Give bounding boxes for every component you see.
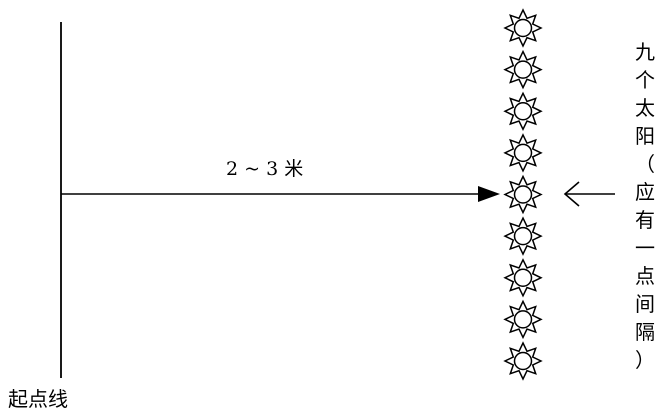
distance-arrowhead: [478, 186, 500, 202]
side-note-char: 应: [635, 180, 655, 204]
distance-label: 2 ~ 3 米: [226, 158, 304, 180]
side-note-char: 阳: [635, 124, 655, 148]
side-note-char: 太: [635, 96, 655, 120]
side-note-char: 间: [635, 292, 655, 316]
sun-icon: [503, 133, 543, 173]
sun-icon: [503, 49, 543, 90]
sun-icon: [503, 341, 543, 381]
side-note-char: 有: [635, 208, 655, 232]
sun-column: [503, 8, 543, 381]
sun-icon: [503, 91, 543, 132]
start-line-label: 起点线: [8, 387, 68, 411]
side-note-char: 九: [635, 40, 655, 64]
side-note-char: （: [635, 152, 655, 176]
side-note-char: ）: [635, 348, 655, 372]
sun-icon: [503, 216, 543, 256]
sun-icon: [503, 299, 543, 340]
sun-icon: [503, 8, 543, 48]
sun-icon: [503, 258, 543, 298]
side-note-char: 隔: [635, 320, 655, 344]
side-note-vertical: 九个太阳 （ 应有一点间隔 ）: [634, 38, 656, 374]
side-note-char: 一: [635, 236, 655, 260]
side-note-char: 点: [635, 264, 655, 288]
sun-icon: [503, 174, 543, 215]
pointer-arrow: [563, 181, 615, 207]
side-note-char: 个: [635, 68, 655, 92]
